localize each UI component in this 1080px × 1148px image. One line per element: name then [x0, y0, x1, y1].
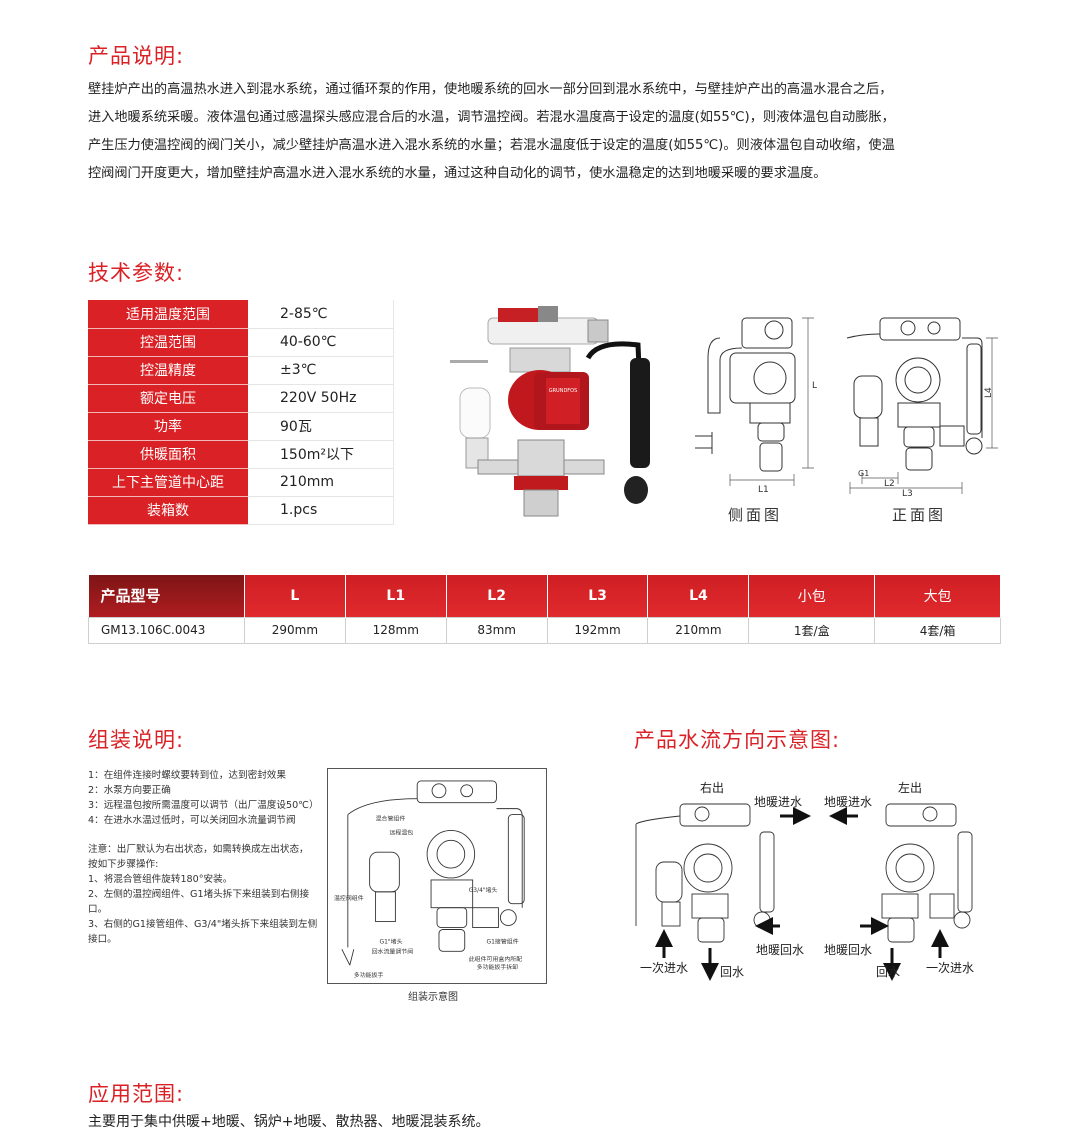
- cell-model: GM13.106C.0043: [88, 616, 245, 644]
- model-table: 产品型号 L L1 L2 L3 L4 小包 大包 GM13.106C.0043 …: [88, 575, 1001, 644]
- spec-value: 220V 50Hz: [248, 384, 394, 413]
- spec-key: 适用温度范围: [88, 300, 248, 329]
- spec-key: 控温精度: [88, 356, 248, 385]
- col-header-small-pack: 小包: [748, 575, 876, 617]
- intro-line-1: 壁挂炉产出的高温热水进入到混水系统，通过循环泵的作用，使地暖系统的回水一部分回到…: [88, 82, 893, 97]
- col-header-L4: L4: [647, 575, 750, 617]
- col-header-L2: L2: [446, 575, 548, 617]
- flow-label-return-right: 回水: [876, 965, 900, 979]
- spec-value: 90瓦: [248, 412, 394, 441]
- cell-L4: 210mm: [647, 616, 750, 644]
- assembly-notice: 注意：出厂默认为右出状态，如需转换成左出状态，按如下步骤操作:: [88, 844, 309, 870]
- spec-key: 供暖面积: [88, 440, 248, 469]
- assembly-notes: 1：在组件连接时螺纹要转到位，达到密封效果 2：水泵方向要正确 3：远程温包按所…: [88, 768, 319, 947]
- flow-label-primary-in-right: 一次进水: [926, 961, 974, 975]
- label-bulb: 远程温包: [389, 828, 413, 836]
- front-view-diagram: G1 L2 L3 L4: [846, 317, 998, 498]
- assembly-diagram: 混合管组件 远程温包 温控阀组件 G3/4"堵头 G1"堵头 回水流量调节阀 G…: [327, 768, 547, 984]
- assembly-note: 4：在进水水温过低时，可以关闭回水流量调节阀: [88, 815, 296, 826]
- application-title: 应用范围:: [88, 1082, 185, 1106]
- front-dim-L4: L4: [984, 387, 994, 398]
- flow-label-floor-in-left: 地暖进水: [754, 795, 802, 809]
- assembly-step: 3、右侧的G1接管组件、G3/4"堵头拆下来组装到左侧接口。: [88, 919, 318, 945]
- spec-value: 40-60℃: [248, 328, 394, 357]
- spec-key: 控温范围: [88, 328, 248, 357]
- side-view-caption: 侧面图: [728, 506, 783, 524]
- flow-diagram: 右出 左出 地暖进水 地暖进水 地暖回水 地暖回水 一次进水 回水 回水 一次进…: [635, 780, 974, 981]
- specs-title: 技术参数:: [88, 261, 185, 285]
- spec-value: 210mm: [248, 468, 394, 497]
- spec-key: 装箱数: [88, 496, 248, 525]
- label-g1pipe: G1接管组件: [487, 937, 519, 945]
- assembly-caption: 组装示意图: [408, 992, 458, 1003]
- spec-value: 1.pcs: [248, 496, 394, 525]
- flow-label-right-out: 右出: [700, 780, 724, 795]
- flow-label-floor-return-right: 地暖回水: [824, 943, 872, 957]
- col-header-L: L: [244, 575, 346, 617]
- intro-line-2: 进入地暖系统采暖。液体温包通过感温探头感应混合后的水温，调节温控阀。若混水温度高…: [88, 110, 895, 125]
- pump-brand-label: GRUNDFOS: [549, 388, 578, 394]
- flow-label-primary-in-left: 一次进水: [640, 961, 688, 975]
- side-view-diagram: L1 L: [695, 317, 817, 495]
- label-wrench-note: 此组件可用盒内所配: [469, 955, 523, 963]
- side-dim-L: L: [812, 381, 817, 391]
- flow-title: 产品水流方向示意图:: [634, 728, 841, 752]
- assembly-title: 组装说明:: [88, 728, 185, 752]
- col-header-L1: L1: [345, 575, 447, 617]
- label-wrench-note-2: 多功能扳手拆卸: [477, 963, 519, 971]
- cell-L2: 83mm: [445, 616, 548, 644]
- flow-label-return-left: 回水: [720, 965, 744, 979]
- assembly-note: 3：远程温包按所需温度可以调节（出厂温度设50℃）: [88, 800, 319, 811]
- spec-value: 150m²以下: [248, 440, 394, 469]
- assembly-note: 2：水泵方向要正确: [88, 785, 171, 796]
- front-dim-G1: G1: [858, 469, 869, 478]
- assembly-note: 1：在组件连接时螺纹要转到位，达到密封效果: [88, 770, 286, 781]
- spec-row: 控温精度±3℃: [88, 356, 394, 385]
- spec-key: 功率: [88, 412, 248, 441]
- col-header-L3: L3: [547, 575, 649, 617]
- cell-L3: 192mm: [546, 616, 649, 644]
- spec-key: 额定电压: [88, 384, 248, 413]
- intro-paragraph: 壁挂炉产出的高温热水进入到混水系统，通过循环泵的作用，使地暖系统的回水一部分回到…: [88, 76, 1008, 188]
- label-tvalve: 温控阀组件: [334, 894, 364, 902]
- label-g1plug: G1"堵头: [380, 937, 403, 945]
- col-header-large-pack: 大包: [874, 575, 1001, 617]
- flow-label-floor-in-right: 地暖进水: [824, 795, 872, 809]
- label-wrench: 多功能扳手: [354, 971, 384, 979]
- intro-line-3: 产生压力使温控阀的阀门关小，减少壁挂炉高温水进入混水系统的水量；若混水温度低于设…: [88, 138, 895, 153]
- front-dim-L3: L3: [902, 489, 913, 498]
- front-view-caption: 正面图: [892, 506, 947, 524]
- assembly-step: 1、将混合管组件旋转180°安装。: [88, 874, 233, 885]
- cell-L1: 128mm: [344, 616, 447, 644]
- application-text: 主要用于集中供暖+地暖、锅炉+地暖、散热器、地暖混装系统。: [88, 1114, 490, 1130]
- cell-large-pack: 4套/箱: [874, 616, 1001, 644]
- label-mix: 混合管组件: [376, 815, 406, 823]
- spec-key: 上下主管道中心距: [88, 468, 248, 497]
- product-image: GRUNDFOS: [450, 306, 650, 517]
- flow-label-left-out: 左出: [898, 780, 922, 795]
- label-return-valve: 回水流量调节阀: [372, 947, 414, 955]
- label-g34: G3/4"堵头: [469, 886, 498, 894]
- intro-title: 产品说明:: [88, 44, 185, 68]
- col-header-model: 产品型号: [88, 575, 245, 617]
- cell-small-pack: 1套/盒: [748, 616, 876, 644]
- cell-L: 290mm: [243, 616, 346, 644]
- model-table-header: 产品型号 L L1 L2 L3 L4 小包 大包: [88, 575, 1001, 617]
- spec-value: 2-85℃: [248, 300, 394, 329]
- spec-value: ±3℃: [248, 356, 394, 385]
- side-dim-L1: L1: [758, 485, 769, 495]
- front-dim-L2: L2: [884, 479, 895, 489]
- flow-label-floor-return-left: 地暖回水: [756, 943, 804, 957]
- table-row: GM13.106C.0043 290mm 128mm 83mm 192mm 21…: [88, 616, 1001, 644]
- intro-line-4: 控阀阀门开度更大，增加壁挂炉高温水进入混水系统的水量，通过这种自动化的调节，使水…: [88, 166, 827, 181]
- assembly-step: 2、左侧的温控阀组件、G1堵头拆下来组装到右侧接口。: [88, 889, 310, 915]
